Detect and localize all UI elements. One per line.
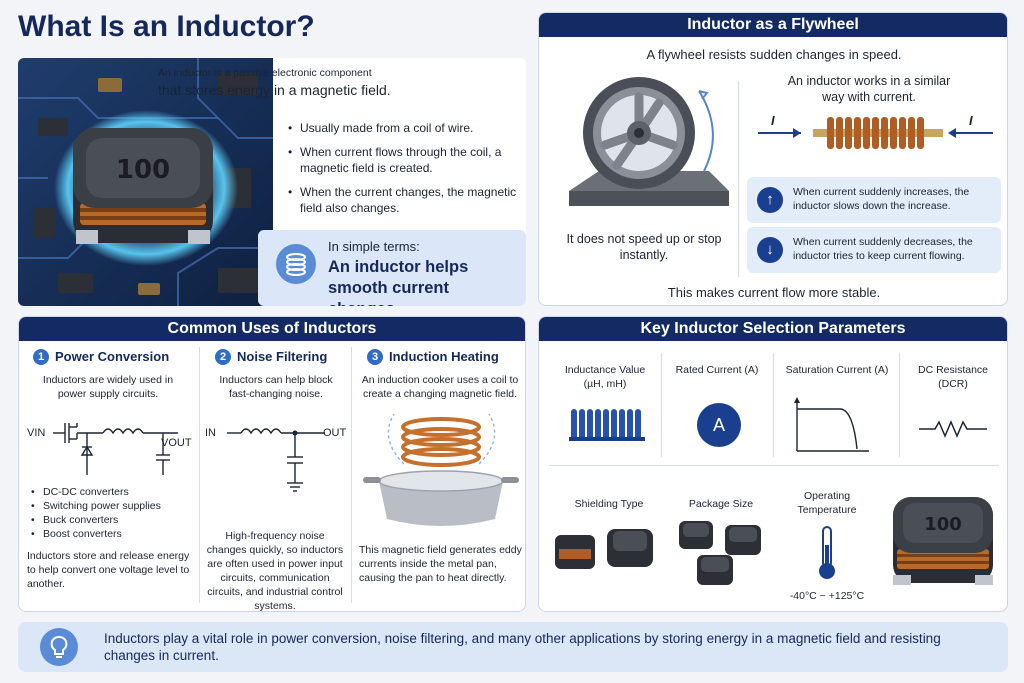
increase-text: When current suddenly increases, the ind… (793, 186, 970, 212)
filter-circuit-diagram (203, 417, 349, 506)
intro-line2: that stores energy in a magnetic field. (158, 82, 391, 98)
coil-diagram (753, 113, 1003, 158)
number-badge: 3 (367, 349, 383, 365)
use-noise-desc: Inductors can help block fast-changing n… (219, 374, 333, 400)
temp-range: -40°C ~ +125°C (789, 590, 865, 602)
param-package: Package Size (688, 498, 754, 510)
use-title: Power Conversion (55, 349, 170, 364)
param-rated-current: Rated Current (A) (675, 364, 759, 376)
intro-bullet: When the current changes, the magnetic f… (288, 184, 518, 216)
footer-text: Inductors play a vital role in power con… (104, 631, 941, 663)
thermometer-icon (815, 525, 839, 586)
flywheel-image (559, 71, 739, 226)
uses-header: Common Uses of Inductors (19, 317, 525, 341)
number-badge: 2 (215, 349, 231, 365)
decrease-box: ↓ When current suddenly decreases, the i… (747, 227, 1001, 273)
list-item: Switching power supplies (31, 499, 197, 513)
lightbulb-icon (40, 628, 78, 666)
use-noise: 2 Noise Filtering (215, 349, 355, 365)
flywheel-footer: This makes current flow more stable. (667, 285, 881, 300)
arrow-down-icon: ↓ (757, 237, 783, 263)
list-item: Buck converters (31, 513, 197, 527)
flywheel-subtitle: A flywheel resists sudden changes in spe… (646, 47, 902, 62)
param-inductance: Inductance Value (µH, mH) (564, 364, 646, 390)
list-item: DC-DC converters (31, 485, 197, 499)
param-dcr: DC Resistance (DCR) (917, 364, 989, 390)
use-heating-desc: An induction cooker uses a coil to creat… (361, 374, 519, 400)
in-label: IN (205, 427, 216, 439)
arrow-up-icon: ↑ (757, 187, 783, 213)
intro-bullets: Usually made from a coil of wire. When c… (288, 120, 518, 216)
intro-section: 100 An inductor is a passive electronic … (18, 58, 526, 306)
smd-inductor-image: 100 (887, 483, 999, 600)
param-operating: Operating Temperature (797, 490, 857, 516)
param-shielding: Shielding Type (574, 498, 644, 510)
intro-bullet: When current flows through the coil, a m… (288, 144, 518, 176)
flywheel-panel: Inductor as a Flywheel A flywheel resist… (538, 12, 1008, 306)
resistor-icon (917, 419, 989, 444)
use-power-footer: Inductors store and release energy to he… (27, 550, 190, 590)
params-panel: Key Inductor Selection Parameters Induct… (538, 316, 1008, 612)
vin-label: VIN (27, 427, 46, 439)
inductor-caption: An inductor works in a similar way with … (787, 74, 951, 104)
use-title: Induction Heating (389, 349, 499, 364)
use-heating-footer: This magnetic field generates eddy curre… (359, 544, 522, 584)
coil-icon (276, 244, 316, 284)
footer-banner: Inductors play a vital role in power con… (18, 622, 1008, 672)
decrease-text: When current suddenly decreases, the ind… (793, 236, 973, 262)
saturation-curve-icon (791, 395, 871, 460)
page-title: What Is an Inductor? (18, 10, 315, 43)
intro-line1: An inductor is a passive electronic comp… (158, 67, 372, 79)
use-power-bullets: DC-DC converters Switching power supplie… (31, 485, 197, 541)
coil-icon (567, 405, 647, 450)
simple-terms-label: In simple terms: (328, 239, 420, 254)
ammeter-icon: A (697, 403, 741, 447)
use-power: 1 Power Conversion (33, 349, 195, 365)
current-symbol-right: I (969, 113, 973, 128)
package-sizes-image (675, 517, 767, 592)
simple-terms-box: In simple terms: An inductor helps smoot… (258, 230, 526, 306)
chip-label: 100 (924, 514, 962, 535)
intro-bullet: Usually made from a coil of wire. (288, 120, 518, 136)
use-noise-footer: High-frequency noise changes quickly, so… (206, 530, 344, 612)
buck-circuit-diagram (23, 415, 199, 490)
shielded-inductors-image (551, 523, 661, 580)
uses-panel: Common Uses of Inductors 1 Power Conversi… (18, 316, 526, 612)
increase-box: ↑ When current suddenly increases, the i… (747, 177, 1001, 223)
use-heating: 3 Induction Heating (367, 349, 525, 365)
out-label: OUT (323, 427, 347, 439)
vout-label: VOUT (161, 437, 192, 449)
induction-pan-image (359, 409, 523, 540)
chip-label: 100 (116, 155, 170, 185)
flywheel-caption: It does not speed up or stop instantly. (566, 232, 722, 262)
flywheel-header: Inductor as a Flywheel (539, 13, 1007, 37)
simple-terms-text: An inductor helps smooth current changes… (328, 258, 469, 306)
use-power-desc: Inductors are widely used in power suppl… (42, 374, 174, 400)
current-symbol-left: I (771, 113, 775, 128)
param-saturation: Saturation Current (A) (785, 364, 889, 376)
number-badge: 1 (33, 349, 49, 365)
list-item: Boost converters (31, 527, 197, 541)
use-title: Noise Filtering (237, 349, 328, 364)
inductor-board-image: 100 (18, 58, 273, 306)
params-header: Key Inductor Selection Parameters (539, 317, 1007, 341)
